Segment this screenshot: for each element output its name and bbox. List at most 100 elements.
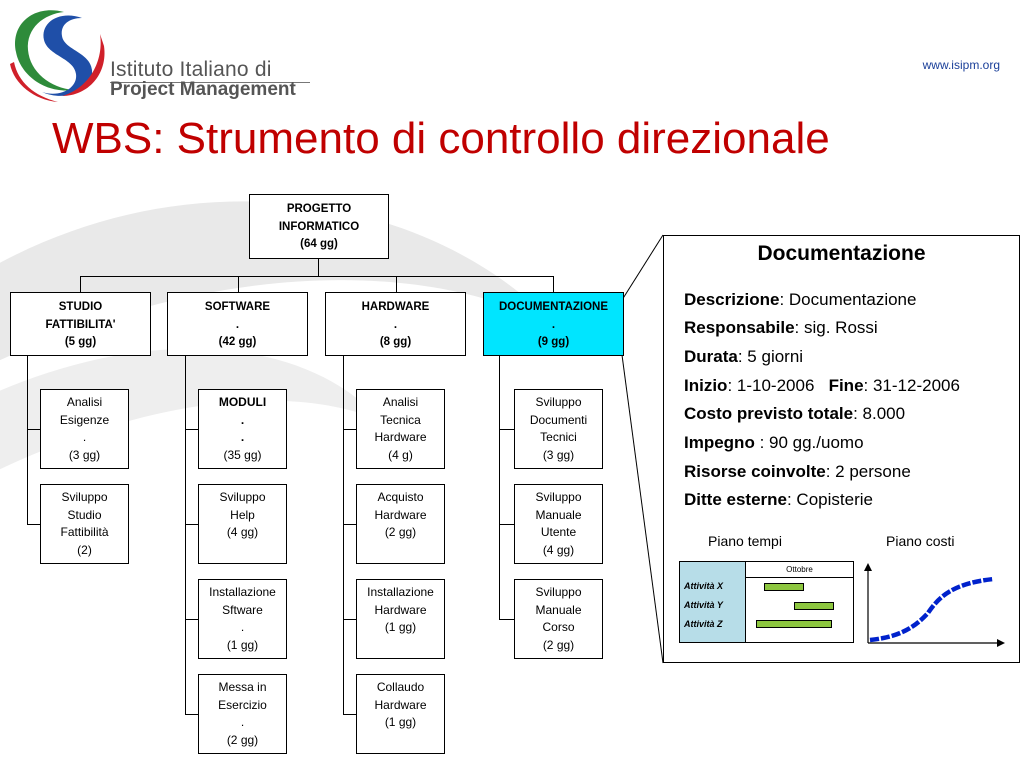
connector [343,356,344,714]
arrow-up-icon [864,563,872,571]
box-line: . [240,620,245,634]
wbs-sviluppo-studio-box[interactable]: Sviluppo Studio Fattibilità (2) [40,484,129,564]
wbs-documentazione-box[interactable]: DOCUMENTAZIONE . (9 gg) [483,292,624,356]
box-line: (2 gg) [226,732,259,747]
connector [27,356,28,524]
box-line: (2) [77,542,92,557]
wbs-root-box[interactable]: PROGETTO INFORMATICO (64 gg) [249,194,389,259]
wbs-sviluppo-documenti-tecnici-box[interactable]: Sviluppo Documenti Tecnici (3 gg) [514,389,603,469]
gantt-bar [794,602,834,610]
wbs-analisi-esigenze-box[interactable]: Analisi Esigenze . (3 gg) [40,389,129,469]
connector [343,619,356,620]
cost-curve-chart [864,563,1005,647]
box-line: (4 g) [388,447,413,462]
wbs-messa-in-esercizio-box[interactable]: Messa in Esercizio . (2 gg) [198,674,287,754]
box-line: Sviluppo [61,490,108,504]
gantt-activity-label: Attività Y [684,600,723,610]
box-line: Fattibilità [60,525,109,539]
box-line: (5 gg) [64,336,97,348]
connector [185,356,186,714]
box-line: Hardware [374,507,427,522]
box-line: (2 gg) [384,525,417,539]
box-line: . [235,318,240,331]
box-line: MODULI [218,395,267,409]
wbs-moduli-box[interactable]: MODULI . . (35 gg) [198,389,287,469]
box-line: Tecnici [540,430,577,444]
wbs-software-box[interactable]: SOFTWARE . (42 gg) [167,292,308,356]
box-line: (3 gg) [542,447,575,462]
wbs-sviluppo-manuale-utente-box[interactable]: Sviluppo Manuale Utente (4 gg) [514,484,603,564]
box-line: (42 gg) [218,336,257,348]
box-line: Sviluppo [535,585,582,599]
gantt-chart: Ottobre Attività X Attività Y Attività Z [679,561,854,643]
box-line: Help [230,507,255,522]
box-line: Hardware [374,602,427,617]
box-line: Sviluppo [219,490,266,504]
wbs-acquisto-hardware-box[interactable]: Acquisto Hardware (2 gg) [356,484,445,564]
gantt-activity-label: Attività X [684,581,724,591]
connector [185,429,198,430]
wbs-collaudo-hardware-box[interactable]: Collaudo Hardware (1 gg) [356,674,445,754]
gantt-activity-column [680,562,746,642]
detail-inizio-fine: Inizio: 1-10-2006 Fine: 31-12-2006 [684,376,960,395]
gantt-bar [764,583,804,591]
piano-tempi-label: Piano tempi [708,533,782,549]
box-line: SOFTWARE [204,301,271,313]
wbs-analisi-tecnica-box[interactable]: Analisi Tecnica Hardware (4 g) [356,389,445,469]
box-line: (9 gg) [537,336,570,348]
box-line: Studio [67,507,102,522]
connector [80,276,81,292]
page-title: WBS: Strumento di controllo direzionale [52,114,830,163]
box-line: Manuale [535,507,582,522]
wbs-sviluppo-help-box[interactable]: Sviluppo Help (4 gg) [198,484,287,564]
box-line: Corso [542,620,575,634]
connector [27,524,40,525]
box-line: . [393,318,398,331]
isipm-logo-icon [10,10,105,102]
detail-descrizione: Descrizione: Documentazione [684,290,917,309]
box-line: (64 gg) [300,238,338,250]
box-line: Esigenze [59,412,110,427]
arrow-right-icon [997,639,1005,647]
detail-costo: Costo previsto totale: 8.000 [684,404,906,423]
connector [238,276,239,292]
wbs-installazione-software-box[interactable]: Installazione Sftware . (1 gg) [198,579,287,659]
box-line: PROGETTO [286,203,352,215]
site-url-link[interactable]: www.isipm.org [922,58,1000,72]
box-line: (4 gg) [542,542,575,557]
connector [499,524,514,525]
detail-risorse: Risorse coinvolte: 2 persone [684,462,911,481]
piano-costi-label: Piano costi [886,533,955,549]
box-line: Sviluppo [535,395,582,409]
box-line: . [240,715,245,729]
detail-durata: Durata: 5 giorni [684,347,804,366]
box-line: . [240,430,245,444]
box-line: Esercizio [218,697,267,712]
connector [343,524,356,525]
wbs-installazione-hardware-box[interactable]: Installazione Hardware (1 gg) [356,579,445,659]
box-line: Documenti [529,412,588,427]
connector [343,429,356,430]
box-line: Installazione [367,585,434,599]
gantt-activity-label: Attività Z [684,619,723,629]
detail-impegno: Impegno : 90 gg./uomo [684,433,864,452]
logo-text-line1: Istituto Italiano di [110,58,272,81]
box-line: Sviluppo [535,490,582,504]
wbs-studio-fattibilita-box[interactable]: STUDIO FATTIBILITA' (5 gg) [10,292,151,356]
connector [499,356,500,619]
box-line: (4 gg) [226,525,259,539]
cost-s-curve [869,576,995,643]
box-line: Collaudo [376,680,425,694]
wbs-hardware-box[interactable]: HARDWARE . (8 gg) [325,292,466,356]
connector [553,276,554,292]
box-line: (1 gg) [384,715,417,729]
box-line: FATTIBILITA' [45,318,116,331]
box-line: HARDWARE [361,301,430,313]
box-line: Hardware [374,430,427,444]
box-line: STUDIO [58,301,103,313]
documentazione-detail-panel: Documentazione Descrizione: Documentazio… [663,235,1020,663]
wbs-sviluppo-manuale-corso-box[interactable]: Sviluppo Manuale Corso (2 gg) [514,579,603,659]
box-line: (35 gg) [223,447,262,462]
